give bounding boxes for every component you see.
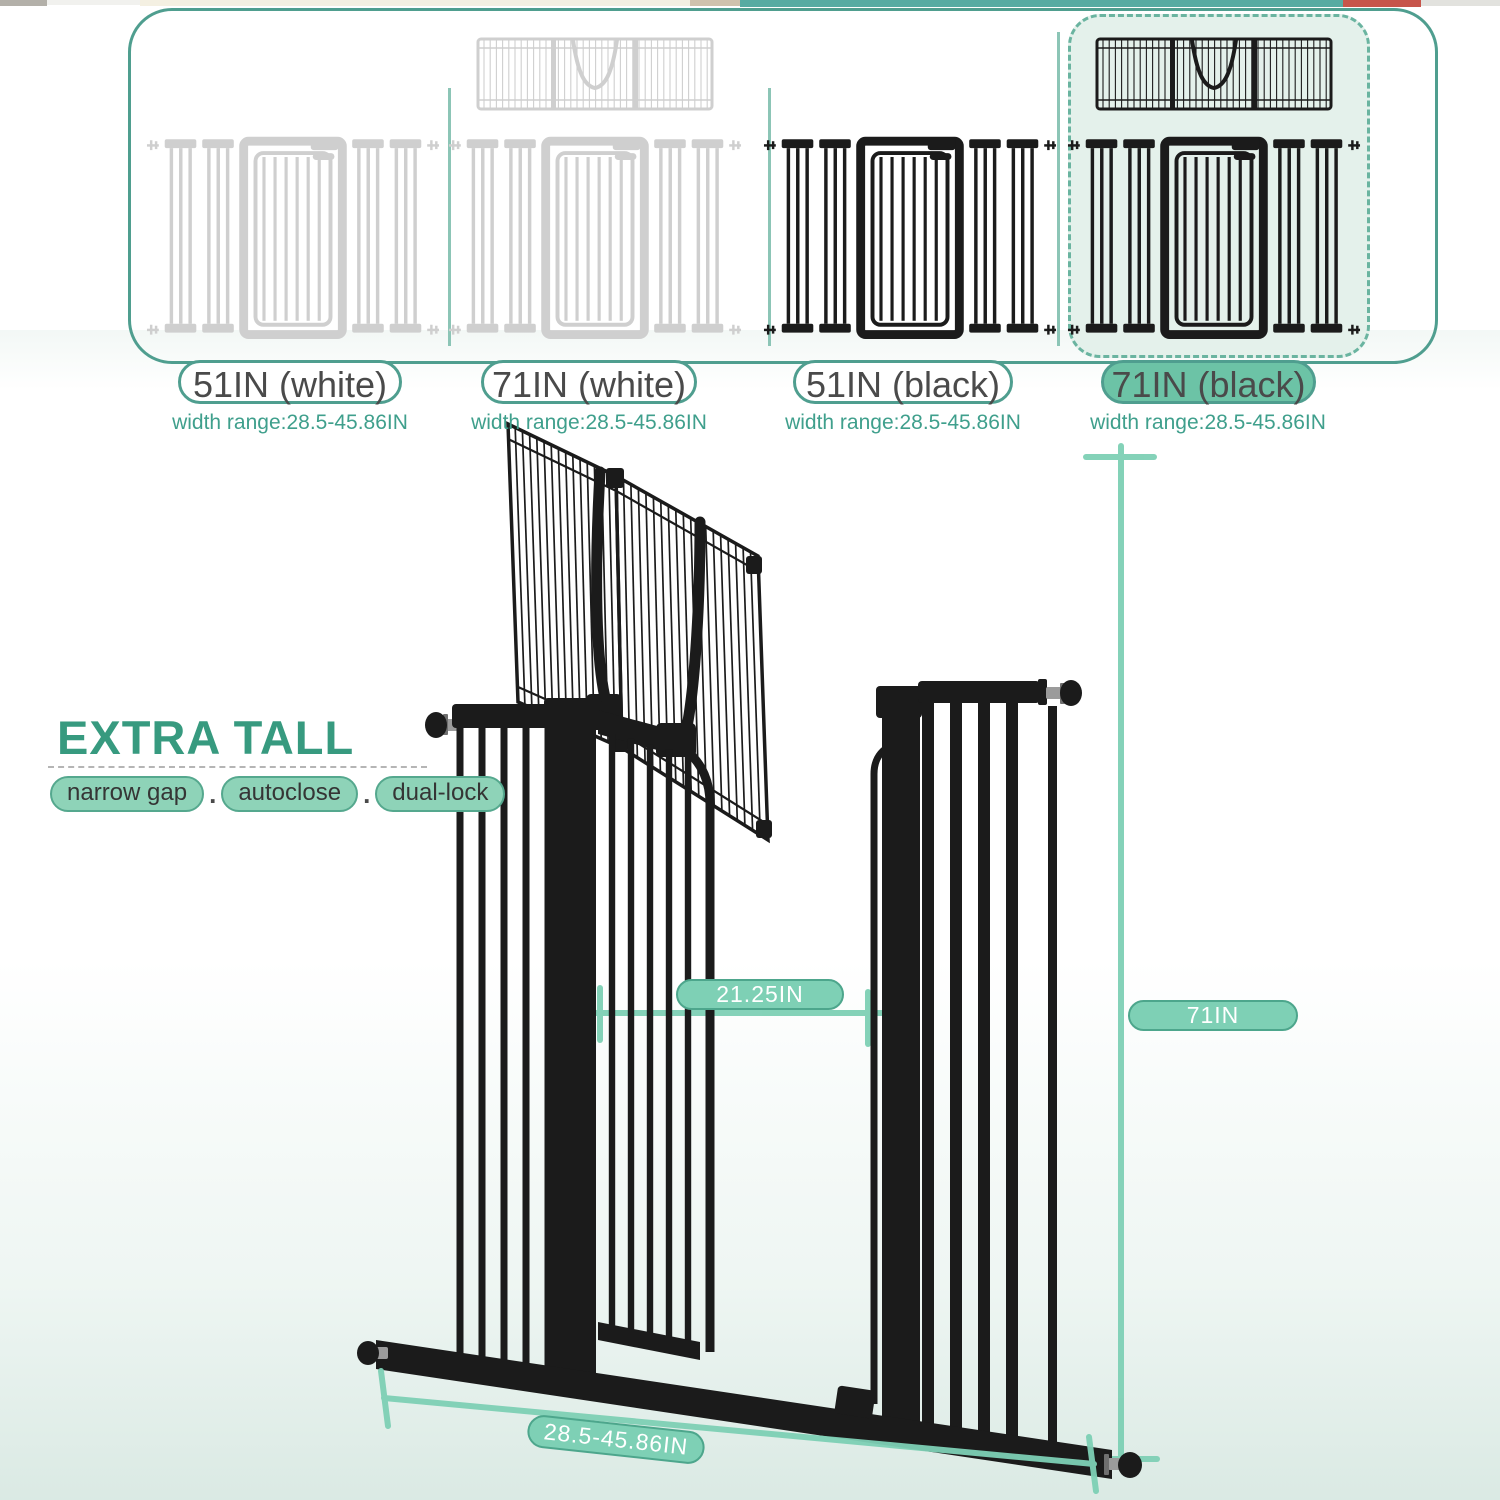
variant-label-51in-white: 51IN (white): [178, 360, 402, 405]
crop-strip-segment: [690, 0, 740, 6]
feature-badge-narrow-gap: narrow gap: [50, 776, 205, 812]
variant-width-range: width range:28.5-45.86IN: [471, 411, 707, 434]
feature-badge-autoclose: autoclose: [221, 776, 359, 812]
variant-width-range: width range:28.5-45.86IN: [785, 411, 1021, 434]
gate-thumbnail-graphic: [763, 136, 1057, 340]
gate-thumbnail-graphic: [146, 136, 440, 340]
feature-badges: narrow gap . autoclose . dual-lock: [50, 776, 506, 812]
variant-width-range: width range:28.5-45.86IN: [1090, 411, 1326, 434]
crop-strip-segment: [0, 0, 47, 6]
crop-strip-segment: [1343, 0, 1421, 7]
mesh-topper-graphic: [476, 37, 714, 111]
crop-strip-segment: [47, 0, 140, 5]
crop-strip-segment: [140, 0, 690, 6]
dimension-height: 71IN: [1128, 1000, 1298, 1031]
variant-label-51in-black: 51IN (black): [793, 360, 1013, 405]
variant-thumbnail-51in-black: [760, 30, 1060, 352]
variant-width-range: width range:28.5-45.86IN: [172, 411, 408, 434]
feature-badge-dual-lock: dual-lock: [375, 776, 506, 812]
feature-divider-dashed: [48, 766, 427, 768]
mesh-topper-graphic: [1095, 37, 1333, 111]
variant-selector-panel: [128, 8, 1438, 364]
variant-divider: [448, 88, 451, 346]
variant-thumbnail-51in-white: [143, 30, 443, 352]
gate-thumbnail-graphic: [1067, 136, 1361, 340]
badge-separator: .: [209, 779, 217, 809]
crop-strip-segment: [1421, 0, 1500, 6]
variant-label-71in-white: 71IN (white): [481, 360, 697, 405]
gate-thumbnail-graphic: [448, 136, 742, 340]
crop-strip-segment: [740, 0, 1343, 7]
badge-separator: .: [363, 779, 371, 809]
top-crop-strip: [0, 0, 1500, 8]
dimension-door-width: 21.25IN: [676, 979, 844, 1010]
variant-thumbnail-71in-white: [445, 30, 745, 352]
variant-divider: [1057, 32, 1060, 346]
feature-title: EXTRA TALL: [57, 711, 355, 764]
variant-divider: [768, 88, 771, 346]
variant-label-71in-black: 71IN (black): [1101, 360, 1316, 405]
variant-thumbnail-71in-black: [1064, 30, 1364, 352]
